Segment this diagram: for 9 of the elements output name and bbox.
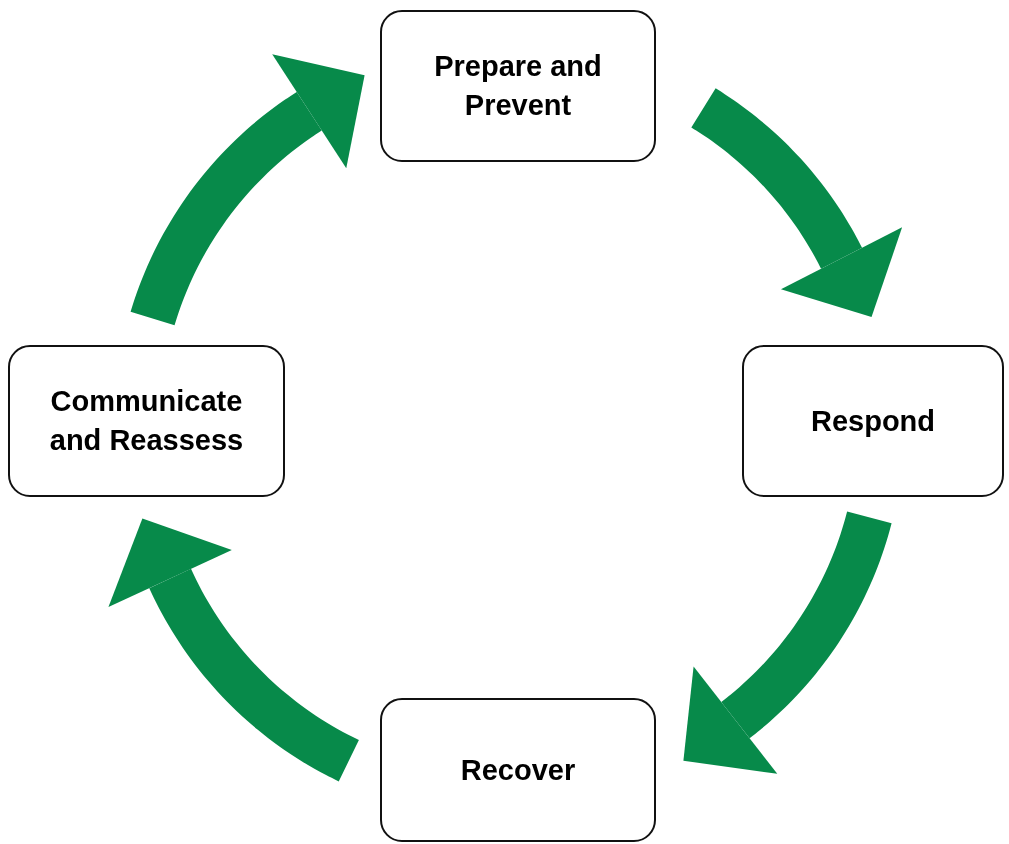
stage-label: Communicate and Reassess — [48, 384, 245, 458]
stage-box — [8, 345, 285, 497]
stage-label: Respond — [810, 403, 936, 439]
stage-label: Recover — [460, 752, 576, 788]
stage-box — [380, 10, 656, 162]
stage-box — [742, 345, 1004, 497]
cycle-arrow — [108, 518, 361, 782]
stage-box — [380, 698, 656, 842]
stage-label: Prepare and Prevent — [433, 49, 603, 123]
